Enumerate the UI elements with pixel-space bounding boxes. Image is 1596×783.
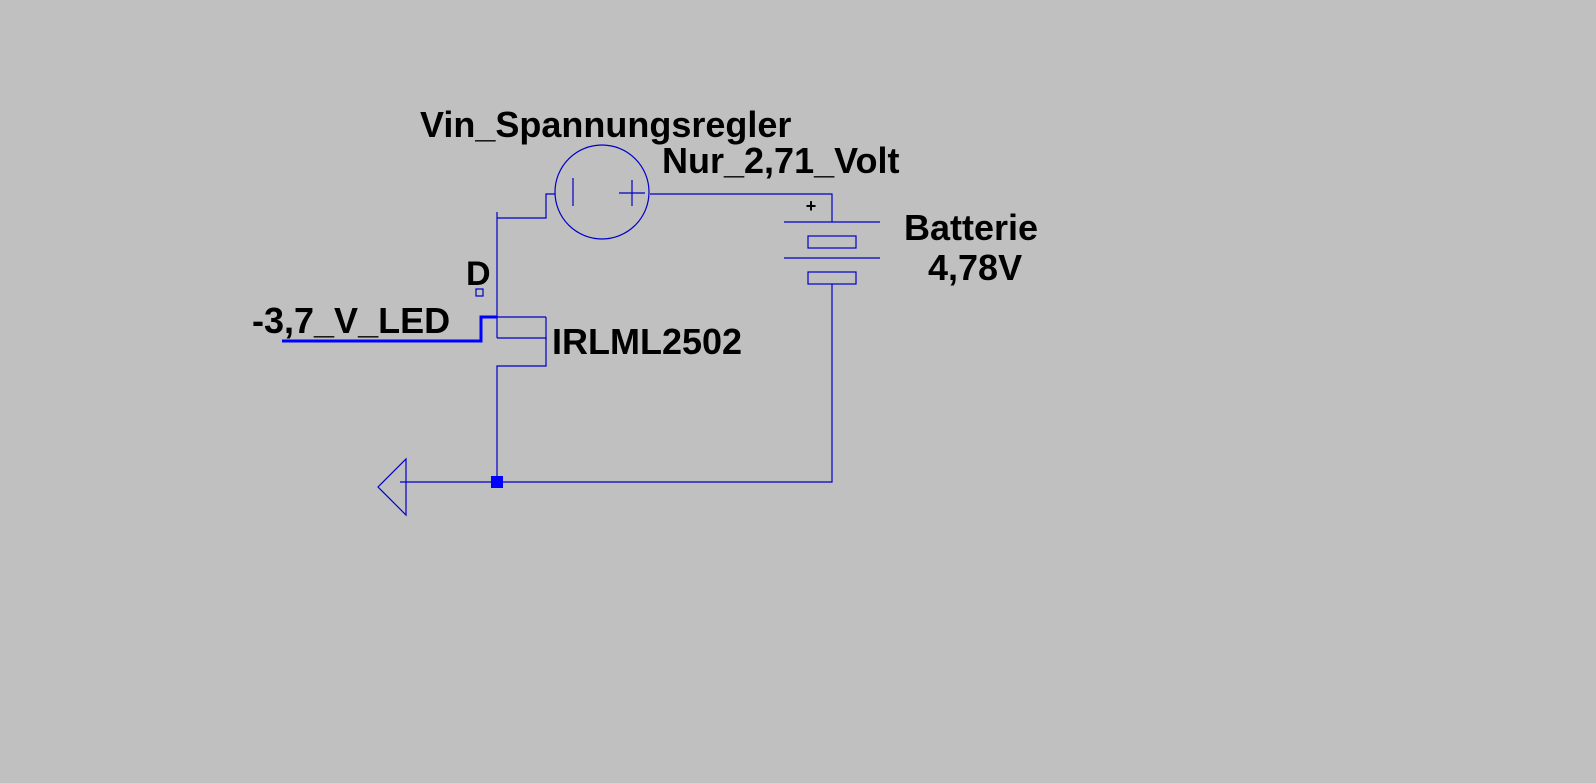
wire-source-pin[interactable] xyxy=(496,337,547,482)
voltage-source-body xyxy=(554,144,650,240)
wire-source-to-battery[interactable] xyxy=(650,193,833,222)
battery[interactable]: + xyxy=(784,196,880,285)
ground-symbol[interactable] xyxy=(377,457,407,517)
battery-plus-sign: + xyxy=(806,196,817,216)
wire-battery-to-ground[interactable] xyxy=(400,284,833,483)
wires xyxy=(400,193,833,483)
battery-cell-1 xyxy=(807,235,857,249)
mosfet-part-label[interactable]: IRLML2502 xyxy=(552,321,742,362)
wire-source-to-drain[interactable] xyxy=(497,193,555,219)
battery-value-label[interactable]: 4,78V xyxy=(928,247,1022,288)
voltage-source[interactable] xyxy=(554,144,650,240)
net-label[interactable]: -3,7_V_LED xyxy=(252,300,450,341)
battery-name-label[interactable]: Batterie xyxy=(904,207,1038,248)
battery-cell-2 xyxy=(807,271,857,285)
junction-node[interactable] xyxy=(491,476,503,488)
wire-gate-net[interactable] xyxy=(282,315,497,343)
ground-triangle xyxy=(377,457,407,517)
drain-pin-marker[interactable] xyxy=(475,288,484,297)
source-value-label[interactable]: Nur_2,71_Volt xyxy=(662,140,899,181)
source-name-label[interactable]: Vin_Spannungsregler xyxy=(420,104,791,145)
mosfet[interactable] xyxy=(282,288,547,343)
drain-pin-label: D xyxy=(466,255,491,293)
